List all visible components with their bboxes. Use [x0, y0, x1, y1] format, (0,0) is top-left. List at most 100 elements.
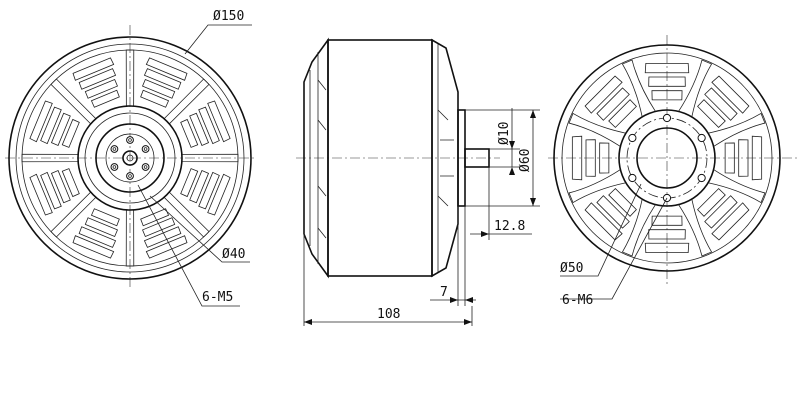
back-spoke	[621, 199, 656, 257]
front-vent-slot	[143, 226, 182, 248]
front-vent-slot	[140, 89, 170, 108]
back-vent-slot	[599, 142, 610, 174]
front-m5-hole	[141, 163, 150, 171]
front-m5-hole	[141, 145, 150, 153]
front-vent-slot	[143, 68, 182, 90]
front-m5-hole	[126, 172, 134, 180]
front-vent-slot	[207, 100, 231, 143]
front-shaft-bore	[126, 154, 134, 162]
back-inner-rim	[561, 52, 773, 264]
back-spokes	[568, 59, 766, 257]
side-view	[296, 37, 500, 279]
arrow-overall-r	[464, 319, 472, 325]
back-vent-slot	[584, 202, 623, 241]
front-view	[5, 25, 255, 290]
leader-back-hub-dia	[560, 183, 642, 277]
arrow-flange-bot	[530, 198, 536, 206]
front-vent-slot	[40, 171, 62, 210]
front-vent-slot	[207, 173, 231, 216]
front-m5-hole-inner	[128, 138, 132, 142]
front-vent-slot	[189, 170, 210, 204]
back-spoke	[678, 199, 713, 257]
back-m6-hole	[628, 133, 637, 143]
front-vent-slot	[142, 78, 176, 99]
front-vent-slot	[180, 118, 199, 148]
front-vent-slot	[84, 78, 118, 99]
front-vent-slot	[72, 235, 115, 259]
front-m5-hole-inner	[112, 147, 117, 151]
side-rear-fins	[437, 109, 454, 207]
leader-front-outer-dia	[184, 24, 252, 55]
arrow-shaft-dia-2	[509, 167, 515, 175]
back-vent-slot	[697, 188, 726, 217]
side-dimensions: Ø10 Ø60 12.8 7 108	[303, 108, 540, 326]
back-vent-slot	[608, 99, 637, 128]
label-overall: 108	[377, 307, 400, 322]
back-m6-hole	[697, 133, 706, 143]
front-shaft-circle	[122, 150, 138, 166]
label-front-outer-dia: Ø150	[213, 9, 244, 24]
back-vent-slot	[596, 87, 630, 121]
back-m6-hole	[628, 173, 637, 183]
back-vent-slot	[651, 90, 683, 101]
back-vent-slot	[751, 135, 763, 181]
front-vent-slot	[29, 100, 53, 143]
back-m6-hole	[662, 113, 672, 123]
back-vent-slot	[648, 229, 686, 240]
front-outer-rim	[8, 36, 252, 280]
front-hub-ring-inner	[84, 112, 176, 204]
side-shaft	[464, 148, 490, 168]
front-vent-slot	[140, 208, 170, 227]
back-vent-slot	[711, 75, 750, 114]
back-view	[548, 35, 797, 285]
front-vent-slot	[50, 170, 71, 204]
front-vent-slot	[198, 171, 220, 210]
front-vent-slot	[84, 217, 118, 238]
front-inner-rim	[15, 43, 245, 273]
arrow-flange-thk-l	[450, 297, 458, 303]
back-m6-hole	[697, 173, 706, 183]
label-back-hub-dia: Ø50	[560, 261, 583, 276]
front-vent-slot	[29, 173, 53, 216]
back-spoke	[708, 169, 766, 204]
back-vent-slot	[704, 87, 738, 121]
back-vent-slot	[711, 202, 750, 241]
arrow-flange-thk-r	[465, 297, 473, 303]
front-hub-ring	[77, 105, 183, 211]
front-vent-slot	[40, 106, 62, 145]
back-vent-slot	[697, 99, 726, 128]
back-vent-slot	[585, 139, 596, 177]
front-spoke	[163, 78, 210, 125]
label-back-thread: 6-M6	[562, 293, 593, 308]
front-m5-hole-inner	[143, 147, 148, 151]
label-shaft-ext: 12.8	[494, 219, 525, 234]
front-vent-slot	[90, 89, 120, 108]
label-shaft-dia: Ø10	[497, 122, 512, 145]
front-hub-inner	[105, 133, 155, 183]
front-vent-slot	[50, 112, 71, 146]
arrow-shaft-dia	[509, 141, 515, 149]
back-vent-slot	[738, 139, 749, 177]
side-can	[327, 39, 433, 277]
leader-back-thread	[560, 197, 668, 300]
front-m5-hole-inner	[128, 174, 132, 178]
front-vent-slot	[145, 57, 188, 81]
back-hub	[636, 127, 698, 189]
back-vent-slot	[644, 62, 690, 74]
front-vent-slot	[145, 235, 188, 259]
front-mount-holes	[110, 136, 150, 180]
back-vent-slot	[644, 242, 690, 254]
front-vent-slot	[180, 168, 199, 198]
arrow-shaft-ext	[481, 231, 489, 237]
back-spoke	[568, 169, 626, 204]
front-vent-slot	[142, 217, 176, 238]
front-vent-slot	[61, 118, 80, 148]
front-vent-slot	[189, 112, 210, 146]
back-hub-ring	[618, 109, 716, 207]
label-front-thread: 6-M5	[202, 290, 233, 305]
front-vent-slot	[78, 68, 117, 90]
back-outer-rim	[553, 44, 781, 272]
back-spoke	[708, 112, 766, 147]
front-m5-hole	[110, 163, 119, 171]
